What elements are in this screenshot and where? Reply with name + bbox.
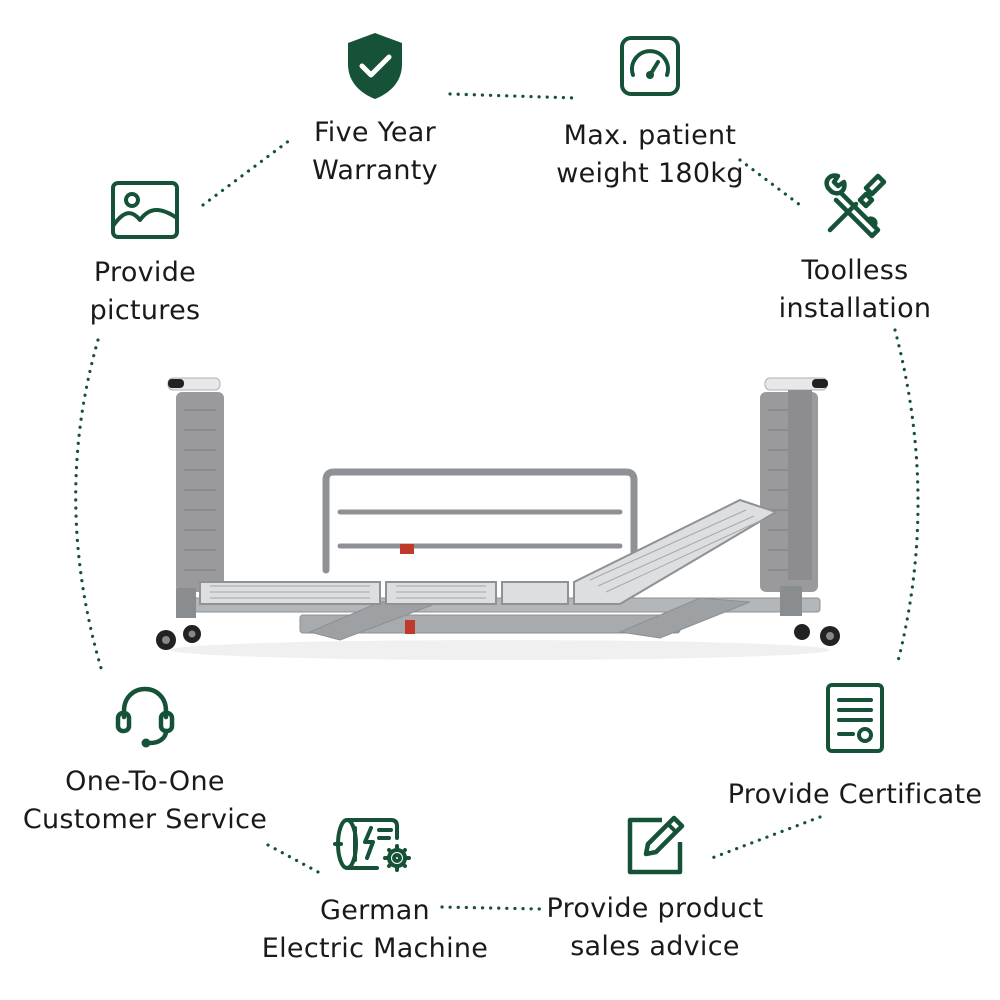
feature-electric-machine: German Electric Machine (250, 812, 500, 968)
feature-label: Provide Certificate (727, 779, 983, 810)
electric-motor-icon (333, 818, 411, 872)
feature-label: Toolless installation (778, 255, 932, 324)
bed-floor-shadow (170, 640, 830, 660)
feature-label: Max. patient weight 180kg (556, 120, 744, 189)
gauge-icon (620, 36, 680, 96)
picture-icon (111, 181, 179, 239)
bed-headboard-left (156, 377, 224, 650)
feature-customer-service: One-To-One Customer Service (20, 683, 270, 839)
feature-max-weight: Max. patient weight 180kg (535, 35, 765, 193)
product-image-bed (156, 377, 840, 660)
feature-label: German Electric Machine (261, 895, 489, 964)
feature-certificate: Provide Certificate (715, 682, 995, 814)
feature-label: Provide product sales advice (546, 893, 764, 962)
feature-warranty: Five Year Warranty (270, 30, 480, 190)
feature-sales-advice: Provide product sales advice (530, 812, 780, 966)
headset-icon (115, 686, 175, 748)
shield-check-icon (348, 33, 402, 99)
certificate-document-icon (826, 683, 884, 753)
feature-toolless-installation: Toolless installation (755, 170, 955, 328)
bed-headboard-right (760, 377, 840, 646)
feature-label: One-To-One Customer Service (22, 766, 268, 835)
edit-pencil-icon (627, 815, 685, 875)
feature-label: Five Year Warranty (312, 117, 438, 186)
bed-side-rail (322, 468, 638, 574)
bed-mattress-platform (199, 498, 779, 605)
wrench-screwdriver-icon (824, 173, 887, 239)
feature-label: Provide pictures (89, 257, 201, 326)
feature-pictures: Provide pictures (50, 180, 240, 330)
